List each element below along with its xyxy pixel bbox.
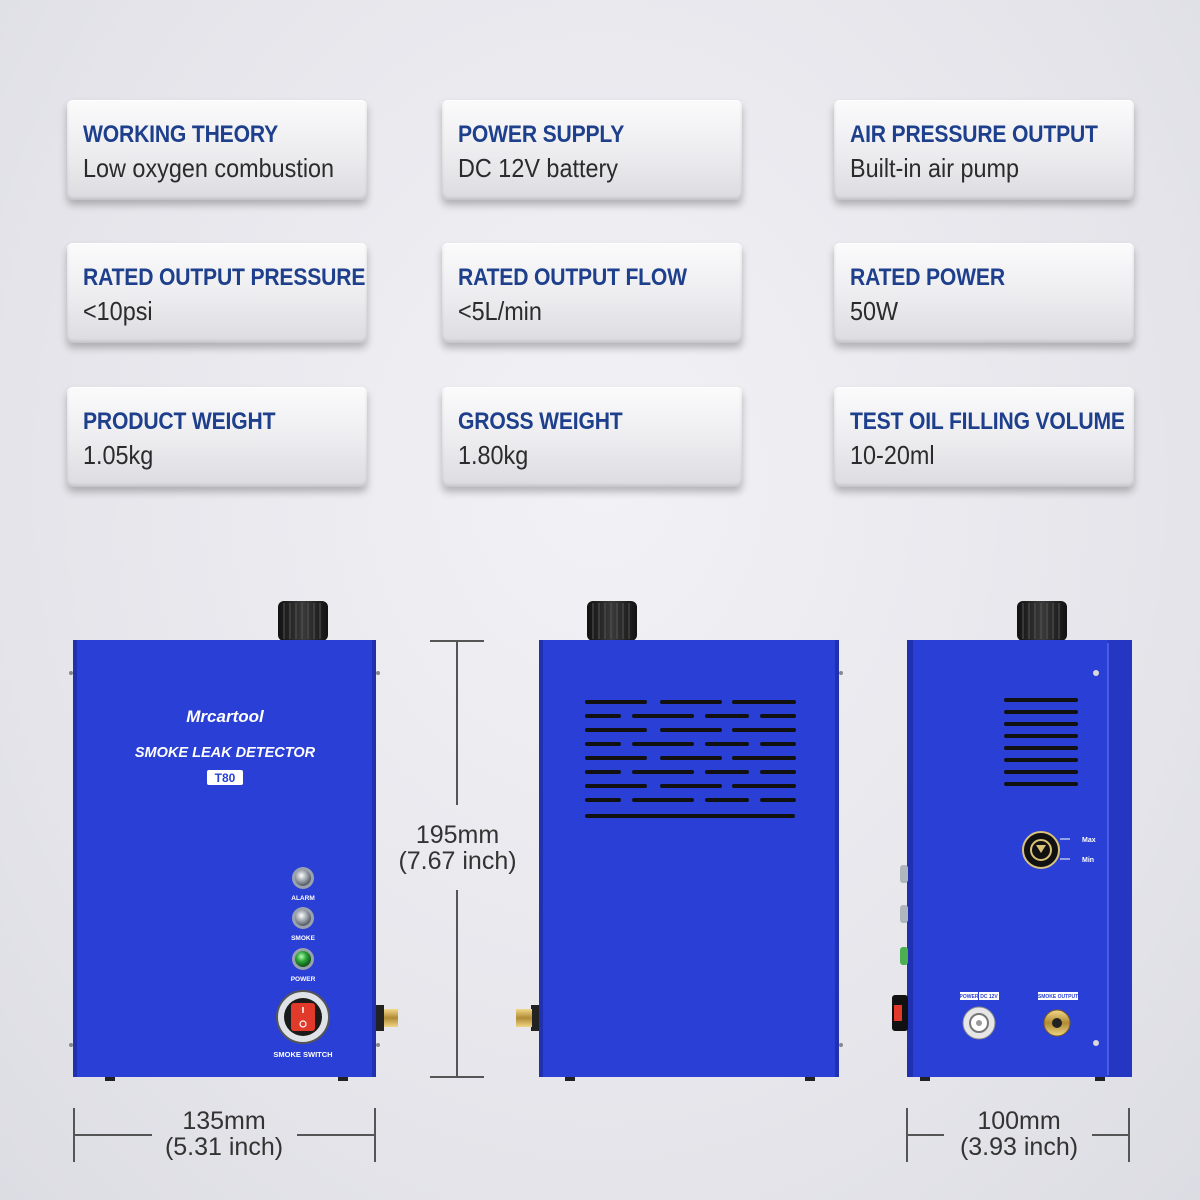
- smoke-led-icon: [295, 910, 311, 926]
- min-label: Min: [1082, 857, 1094, 864]
- spec-title: RATED POWER: [850, 264, 1005, 291]
- nozzle-icon: [384, 1009, 398, 1027]
- height-mm: 195mm: [415, 821, 500, 849]
- spec-title: PRODUCT WEIGHT: [83, 408, 276, 435]
- side-switch-icon: [894, 1005, 902, 1021]
- spec-title: GROSS WEIGHT: [458, 408, 623, 435]
- width-mm: 135mm: [182, 1107, 266, 1135]
- spec-card-gross-weight: GROSS WEIGHT 1.80kg: [442, 387, 742, 487]
- spec-card-rated-power: RATED POWER 50W: [834, 243, 1134, 343]
- spec-title: AIR PRESSURE OUTPUT: [850, 121, 1098, 148]
- spec-card-product-weight: PRODUCT WEIGHT 1.05kg: [67, 387, 367, 487]
- smoke-switch-label: SMOKE SWITCH: [273, 1050, 332, 1059]
- height-dimension: 195mm (7.67 inch): [385, 822, 530, 874]
- spec-title: RATED OUTPUT FLOW: [458, 264, 687, 291]
- alarm-led-icon: [295, 870, 311, 886]
- device-side-view: Max Min POWER DC 12V SMOKE OUTPUT: [892, 601, 1132, 1081]
- product-name: SMOKE LEAK DETECTOR: [135, 745, 316, 761]
- max-label: Max: [1082, 837, 1096, 844]
- spec-card-test-oil-filling-volume: TEST OIL FILLING VOLUME 10-20ml: [834, 387, 1134, 487]
- vent-grille-icon: [585, 700, 796, 818]
- alarm-label: ALARM: [291, 895, 314, 902]
- spec-title: POWER SUPPLY: [458, 121, 625, 148]
- spec-value: Built-in air pump: [850, 153, 1020, 183]
- spec-value: DC 12V battery: [458, 153, 618, 183]
- spec-card-working-theory: WORKING THEORY Low oxygen combustion: [67, 100, 367, 200]
- spec-value: 50W: [850, 296, 899, 326]
- depth-mm: 100mm: [977, 1107, 1061, 1135]
- power-port-spec: DC 12V: [980, 994, 998, 1000]
- width-inch: (5.31 inch): [164, 1133, 284, 1161]
- power-port-label: POWER: [960, 994, 979, 1000]
- depth-inch: (3.93 inch): [959, 1133, 1079, 1161]
- spec-card-rated-output-pressure: RATED OUTPUT PRESSURE <10psi: [67, 243, 367, 343]
- device-front-view: Mrcartool SMOKE LEAK DETECTOR T80 ALARM …: [69, 601, 398, 1081]
- spec-value: <5L/min: [458, 296, 542, 326]
- width-dimension: 135mm (5.31 inch): [150, 1108, 298, 1160]
- vent-grille-icon: [1004, 698, 1078, 786]
- depth-dimension: 100mm (3.93 inch): [945, 1108, 1093, 1160]
- device-back-view: [516, 601, 843, 1081]
- spec-title: WORKING THEORY: [83, 121, 279, 148]
- spec-title: RATED OUTPUT PRESSURE: [83, 264, 366, 291]
- spec-value: 1.80kg: [458, 440, 529, 470]
- smoke-label: SMOKE: [291, 935, 316, 942]
- spec-value: Low oxygen combustion: [83, 153, 335, 183]
- brand-logo: Mrcartool: [186, 707, 265, 726]
- model-badge: T80: [215, 771, 236, 785]
- height-inch: (7.67 inch): [398, 847, 517, 875]
- spec-card-power-supply: POWER SUPPLY DC 12V battery: [442, 100, 742, 200]
- power-label: POWER: [291, 976, 316, 983]
- smoke-port-label: SMOKE OUTPUT: [1038, 994, 1078, 1000]
- spec-title: TEST OIL FILLING VOLUME: [850, 408, 1125, 435]
- spec-card-air-pressure-output: AIR PRESSURE OUTPUT Built-in air pump: [834, 100, 1134, 200]
- nozzle-icon: [516, 1009, 532, 1027]
- spec-value: <10psi: [83, 296, 153, 326]
- spec-card-rated-output-flow: RATED OUTPUT FLOW <5L/min: [442, 243, 742, 343]
- spec-value: 10-20ml: [850, 440, 935, 470]
- spec-value: 1.05kg: [83, 440, 154, 470]
- power-led-icon: [295, 951, 311, 967]
